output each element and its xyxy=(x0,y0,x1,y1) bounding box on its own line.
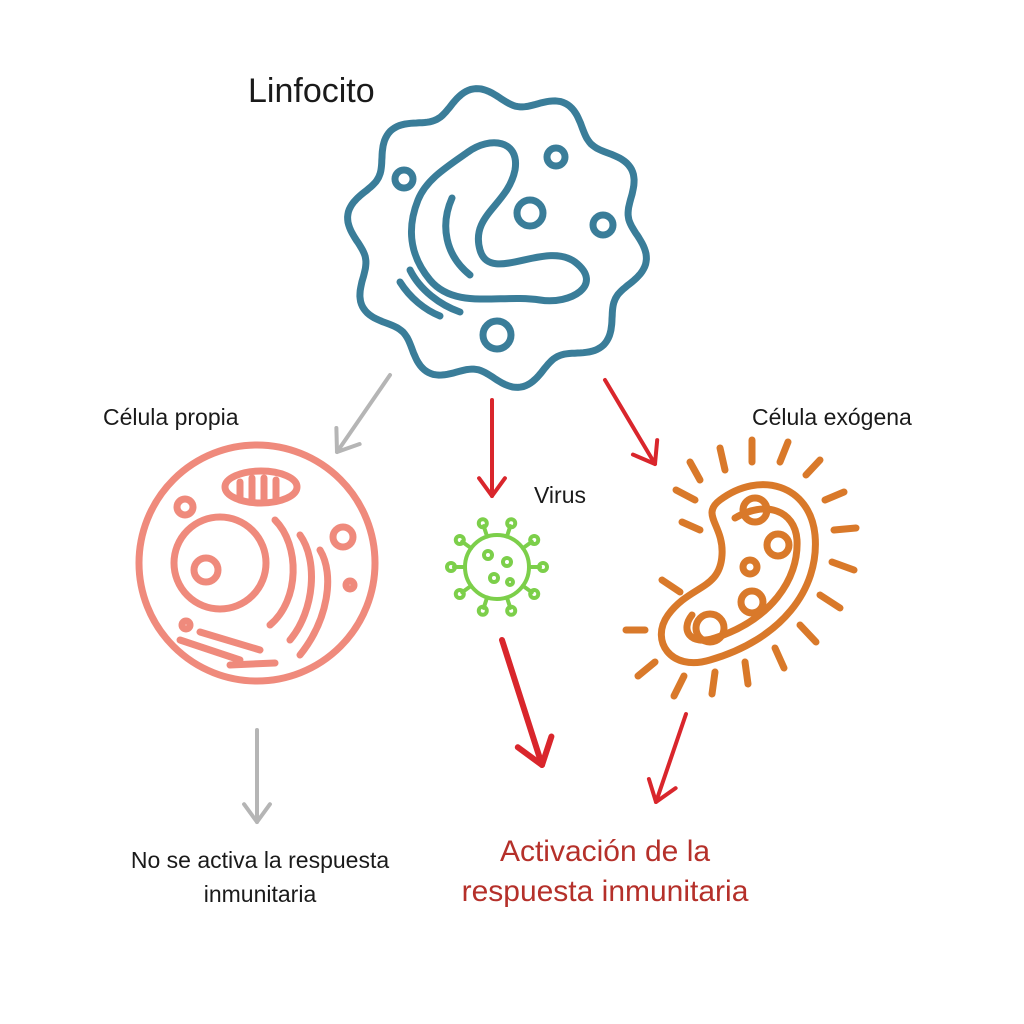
own-cell-label: Célula propia xyxy=(103,404,239,430)
arrow-exogenous-to-result xyxy=(646,712,688,804)
virus-spike-tip xyxy=(476,517,489,530)
bacterium-hair xyxy=(816,591,844,612)
virus-icon xyxy=(445,517,549,617)
virus-spike-tip xyxy=(453,588,466,601)
bacterium-hair xyxy=(658,576,684,596)
virus-label: Virus xyxy=(534,482,586,508)
exogenous-cell-label: Célula exógena xyxy=(752,404,912,430)
arrow-own-cell-to-result xyxy=(242,728,272,824)
activation-label: Activación de la respuesta inmunitaria xyxy=(461,835,749,908)
bacterium-hair xyxy=(821,488,848,504)
bacterium-hair xyxy=(708,668,719,698)
arrow-virus-to-result xyxy=(499,637,555,768)
bacterium-hair xyxy=(776,438,792,466)
bacterium-hair xyxy=(830,524,860,534)
bacterium-hair xyxy=(634,658,659,680)
arrow-lympho-to-exogenous xyxy=(603,378,660,466)
virus-spike-tip xyxy=(505,517,518,530)
bacterium-hair xyxy=(670,672,688,700)
virus-spike-tip xyxy=(537,561,549,573)
diagram-title: Linfocito xyxy=(248,72,375,110)
virus-spike-tip xyxy=(445,561,457,573)
bacterium-hair xyxy=(741,658,752,688)
bacterium-hair xyxy=(802,456,824,479)
virus-spike-tip xyxy=(505,604,518,617)
virus-spike-tip xyxy=(453,533,466,546)
own-cell-icon xyxy=(135,441,379,685)
bacterium-hair xyxy=(678,518,704,534)
virus-spike-tip xyxy=(528,533,541,546)
exogenous-cell-icon xyxy=(622,436,860,700)
bacterium-hair xyxy=(771,644,788,672)
bacterium-hair xyxy=(796,621,820,646)
arrow-lympho-to-own-cell xyxy=(334,373,392,454)
bacterium-hair xyxy=(716,444,729,474)
bacterium-hair xyxy=(672,486,699,504)
bacterium-hair xyxy=(828,558,858,574)
bacterium-hair xyxy=(686,458,704,484)
virus-spike-tip xyxy=(528,588,541,601)
lymphocyte-icon xyxy=(344,85,650,391)
no-activation-label: No se activa la respuesta inmunitaria xyxy=(130,847,390,907)
arrow-lympho-to-virus xyxy=(477,398,507,498)
virus-spike-tip xyxy=(476,604,489,617)
